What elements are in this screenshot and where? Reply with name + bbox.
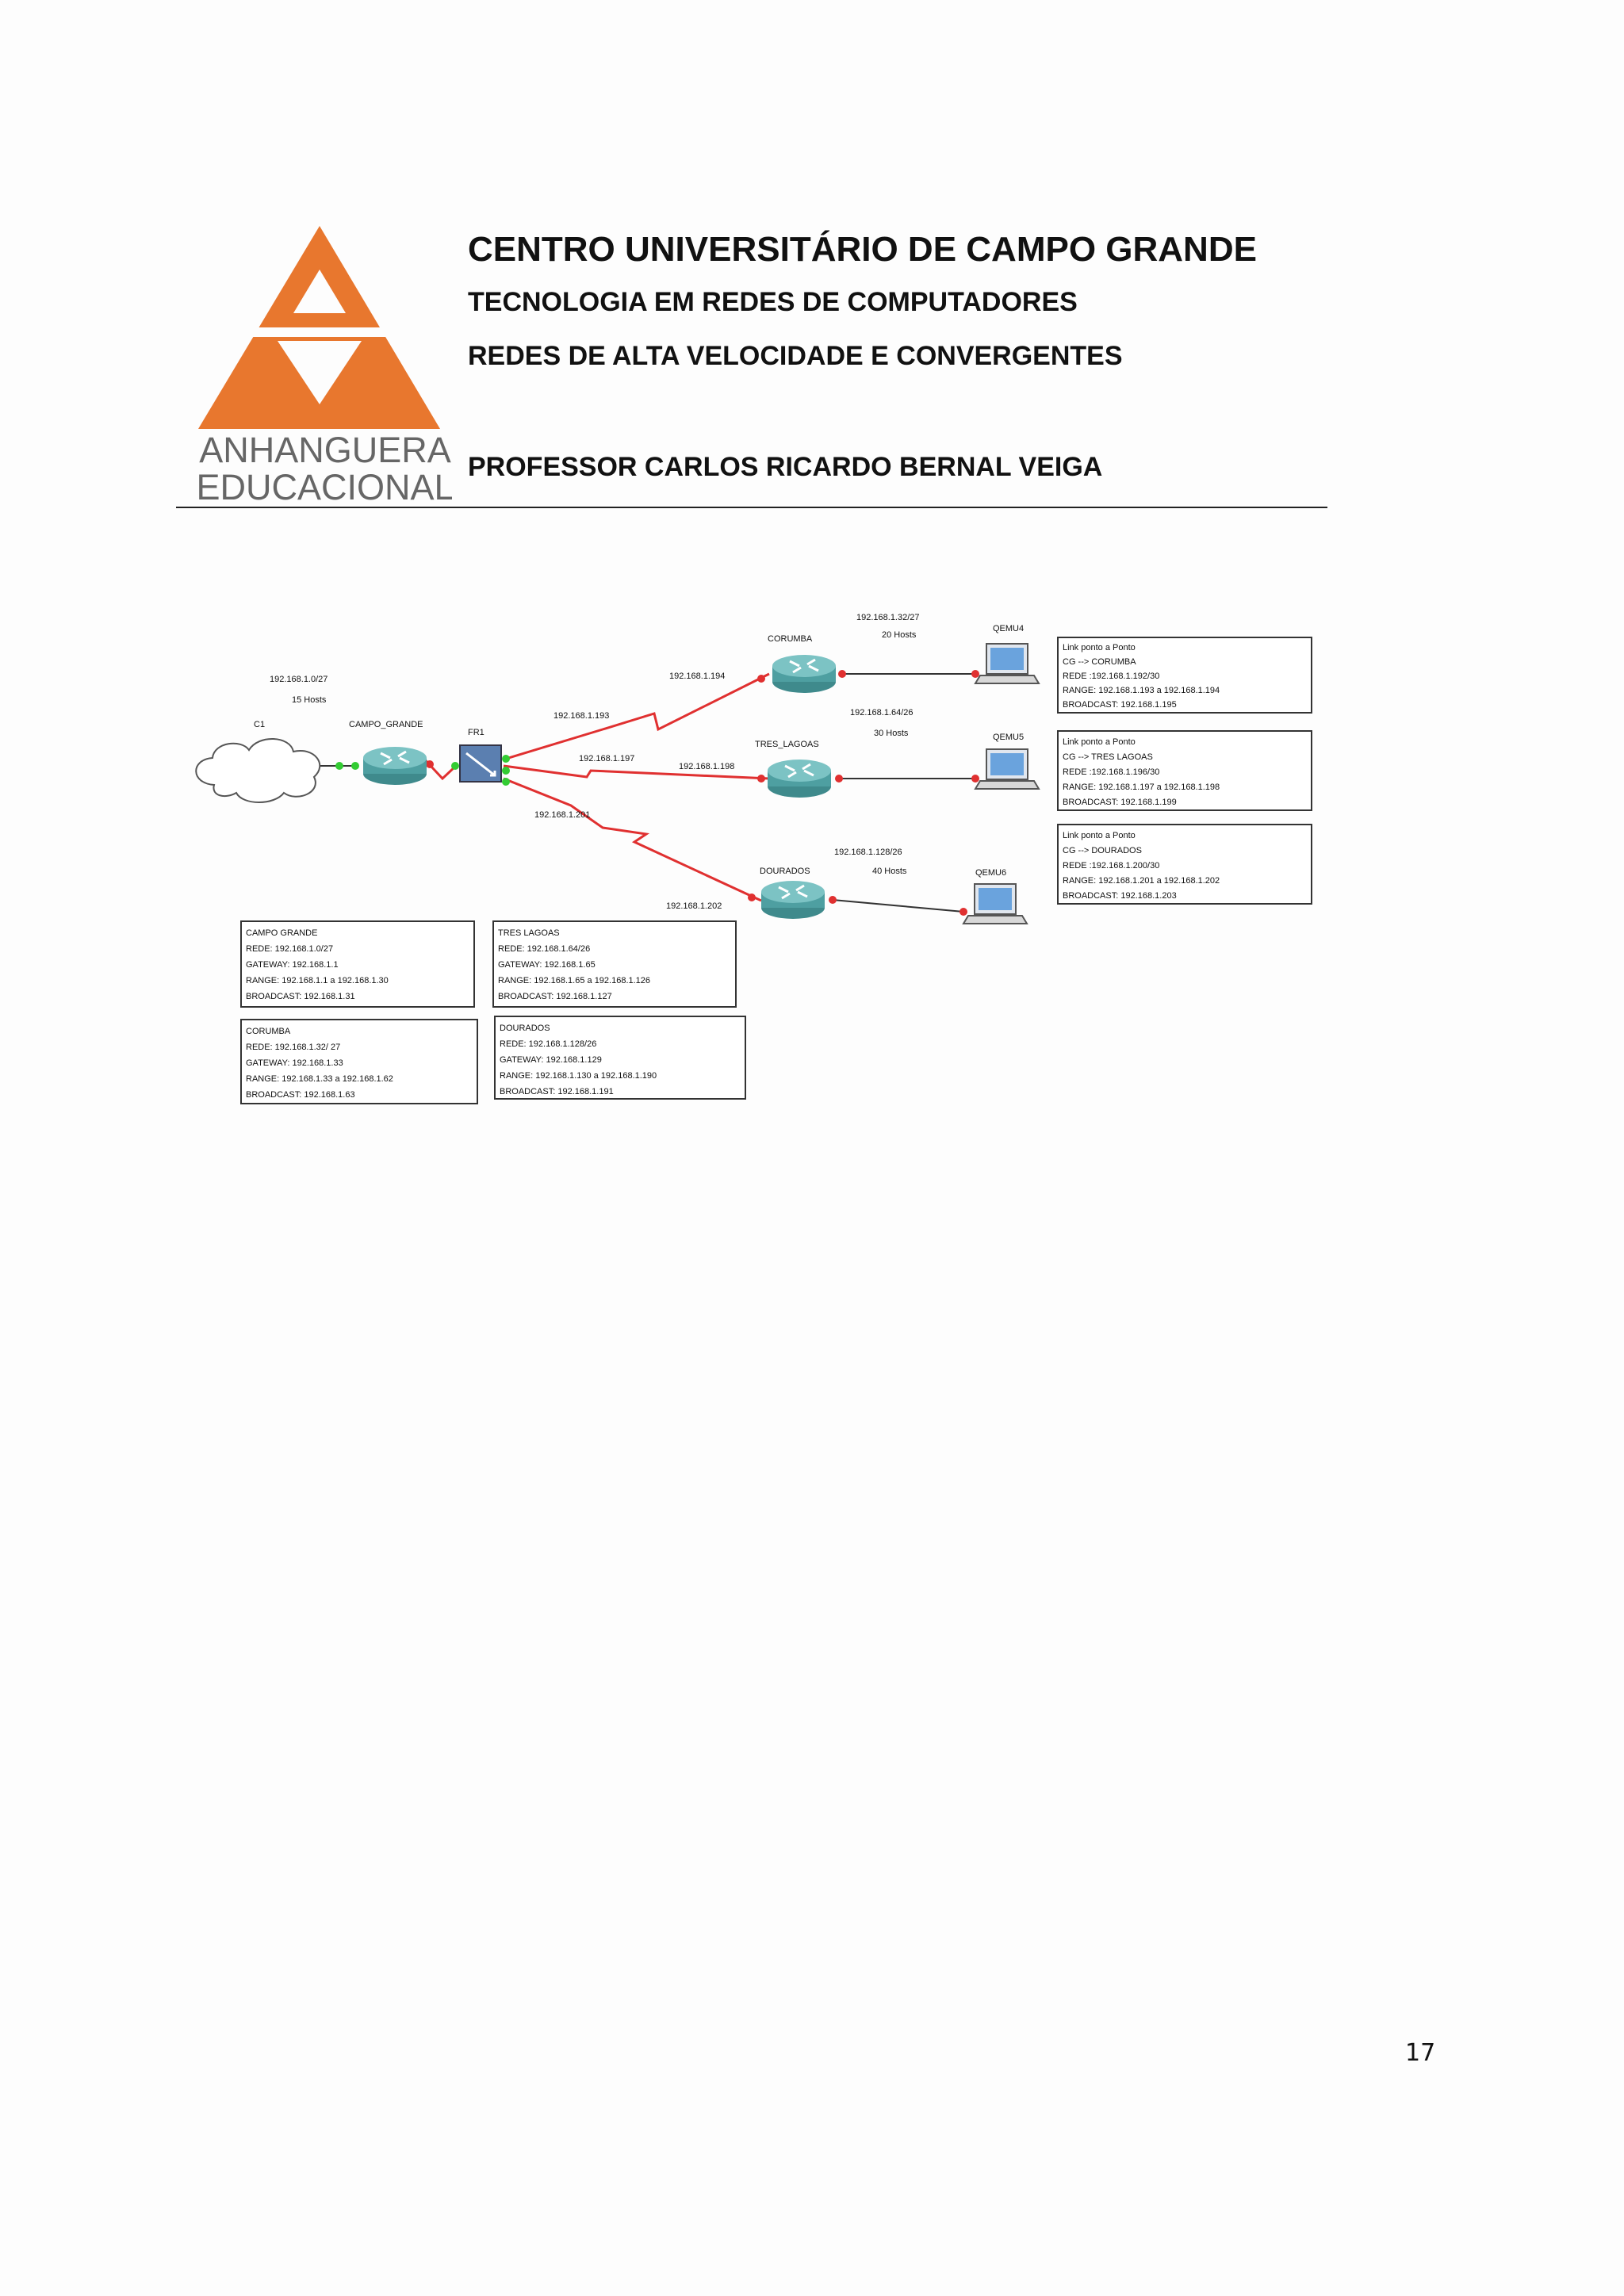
label-corumba-net: 192.168.1.32/27 <box>856 613 920 622</box>
ptp1-line: CG --> CORUMBA <box>1063 657 1136 667</box>
dou-line: REDE: 192.168.1.128/26 <box>500 1039 596 1049</box>
label-tres-hosts: 30 Hosts <box>874 729 909 738</box>
box-tres-lagoas: TRES LAGOAS REDE: 192.168.1.64/26 GATEWA… <box>492 920 737 1008</box>
ptp1-line: Link ponto a Ponto <box>1063 643 1136 652</box>
network-diagram: C1 CAMPO_GRANDE FR1 CORUMBA TRES_LAGOAS … <box>195 613 1312 1104</box>
box-campo-grande: CAMPO GRANDE REDE: 192.168.1.0/27 GATEWA… <box>240 920 475 1008</box>
ptp2-line: Link ponto a Ponto <box>1063 737 1136 747</box>
label-qemu4: QEMU4 <box>993 624 1024 633</box>
cloud-icon <box>195 738 321 803</box>
subject-title: REDES DE ALTA VELOCIDADE E CONVERGENTES <box>468 341 1123 371</box>
label-dourados-ip: 192.168.1.202 <box>666 901 722 911</box>
box-ptp-corumba: Link ponto a Ponto CG --> CORUMBA REDE :… <box>1057 637 1312 714</box>
cor-line: RANGE: 192.168.1.33 a 192.168.1.62 <box>246 1074 393 1084</box>
dou-line: GATEWAY: 192.168.1.129 <box>500 1055 602 1065</box>
box-dourados: DOURADOS REDE: 192.168.1.128/26 GATEWAY:… <box>494 1016 746 1100</box>
label-tres-net: 192.168.1.64/26 <box>850 708 914 718</box>
professor-name: PROFESSOR CARLOS RICARDO BERNAL VEIGA <box>468 452 1103 482</box>
cg-line: GATEWAY: 192.168.1.1 <box>246 960 339 970</box>
ptp1-line: REDE :192.168.1.192/30 <box>1063 672 1159 681</box>
pc-qemu6-icon <box>963 883 1028 924</box>
cg-line: BROADCAST: 192.168.1.31 <box>246 992 355 1001</box>
ptp2-line: RANGE: 192.168.1.197 a 192.168.1.198 <box>1063 783 1220 792</box>
box-ptp-dourados: Link ponto a Ponto CG --> DOURADOS REDE … <box>1057 824 1312 905</box>
label-cg-hosts: 15 Hosts <box>292 695 327 705</box>
label-corumba-ip: 192.168.1.194 <box>669 672 725 681</box>
label-dourados-hosts: 40 Hosts <box>872 867 907 876</box>
pc-qemu4-icon <box>975 643 1040 684</box>
cor-line: BROADCAST: 192.168.1.63 <box>246 1090 355 1100</box>
ptp3-line: CG --> DOURADOS <box>1063 846 1142 855</box>
label-corumba: CORUMBA <box>768 634 813 644</box>
cg-line: REDE: 192.168.1.0/27 <box>246 944 333 954</box>
tl-line: BROADCAST: 192.168.1.127 <box>498 992 612 1001</box>
label-cg-net: 192.168.1.0/27 <box>270 675 327 684</box>
ptp1-line: RANGE: 192.168.1.193 a 192.168.1.194 <box>1063 686 1220 695</box>
tl-line: RANGE: 192.168.1.65 a 192.168.1.126 <box>498 976 650 985</box>
box-corumba: CORUMBA REDE: 192.168.1.32/ 27 GATEWAY: … <box>240 1019 478 1104</box>
dou-line: DOURADOS <box>500 1024 550 1033</box>
ptp1-line: BROADCAST: 192.168.1.195 <box>1063 700 1177 710</box>
cg-line: CAMPO GRANDE <box>246 928 317 938</box>
router-corumba-icon <box>771 653 837 695</box>
pc-qemu5-icon <box>975 748 1040 790</box>
label-fr1-ip-mid: 192.168.1.197 <box>579 754 634 763</box>
label-cloud: C1 <box>254 720 265 729</box>
logo-line2: EDUCACIONAL <box>198 467 452 507</box>
ptp2-line: REDE :192.168.1.196/30 <box>1063 767 1159 777</box>
link-endpoints <box>335 670 979 916</box>
page-number: 17 <box>1405 2039 1436 2067</box>
anhanguera-logo: ANHANGUERA EDUCACIONAL <box>198 226 452 507</box>
header-divider <box>176 507 1327 508</box>
label-fr1-ip-top: 192.168.1.193 <box>553 711 609 721</box>
ptp2-line: BROADCAST: 192.168.1.199 <box>1063 798 1177 807</box>
dou-line: BROADCAST: 192.168.1.191 <box>500 1087 614 1096</box>
logo-line1: ANHANGUERA <box>199 430 451 470</box>
tl-line: GATEWAY: 192.168.1.65 <box>498 960 596 970</box>
cg-line: RANGE: 192.168.1.1 a 192.168.1.30 <box>246 976 389 985</box>
ptp3-line: REDE :192.168.1.200/30 <box>1063 861 1159 871</box>
dou-line: RANGE: 192.168.1.130 a 192.168.1.190 <box>500 1071 657 1081</box>
label-corumba-hosts: 20 Hosts <box>882 630 917 640</box>
ptp3-line: RANGE: 192.168.1.201 a 192.168.1.202 <box>1063 876 1220 886</box>
course-title: TECNOLOGIA EM REDES DE COMPUTADORES <box>468 287 1078 317</box>
label-tres-lagoas: TRES_LAGOAS <box>755 740 819 749</box>
label-fr1-ip-bot: 192.168.1.201 <box>534 810 590 820</box>
cor-line: REDE: 192.168.1.32/ 27 <box>246 1043 340 1052</box>
label-qemu5: QEMU5 <box>993 733 1024 742</box>
cor-line: GATEWAY: 192.168.1.33 <box>246 1058 343 1068</box>
router-dourados-icon <box>760 879 826 920</box>
ptp3-line: BROADCAST: 192.168.1.203 <box>1063 891 1177 901</box>
tl-line: REDE: 192.168.1.64/26 <box>498 944 590 954</box>
ptp3-line: Link ponto a Ponto <box>1063 831 1136 840</box>
router-tres-lagoas-icon <box>766 758 833 799</box>
ptp2-line: CG --> TRES LAGOAS <box>1063 752 1153 762</box>
tl-line: TRES LAGOAS <box>498 928 560 938</box>
label-qemu6: QEMU6 <box>975 868 1006 878</box>
label-fr1: FR1 <box>468 728 485 737</box>
label-tres-ip: 192.168.1.198 <box>679 762 734 771</box>
router-campo-grande-icon <box>362 745 428 786</box>
box-ptp-tres-lagoas: Link ponto a Ponto CG --> TRES LAGOAS RE… <box>1057 730 1312 811</box>
frame-relay-switch-icon <box>459 744 502 783</box>
label-campo-grande: CAMPO_GRANDE <box>349 720 423 729</box>
label-dourados: DOURADOS <box>760 867 810 876</box>
cor-line: CORUMBA <box>246 1027 291 1036</box>
label-dourados-net: 192.168.1.128/26 <box>834 848 902 857</box>
institution-title: CENTRO UNIVERSITÁRIO DE CAMPO GRANDE <box>468 230 1257 269</box>
